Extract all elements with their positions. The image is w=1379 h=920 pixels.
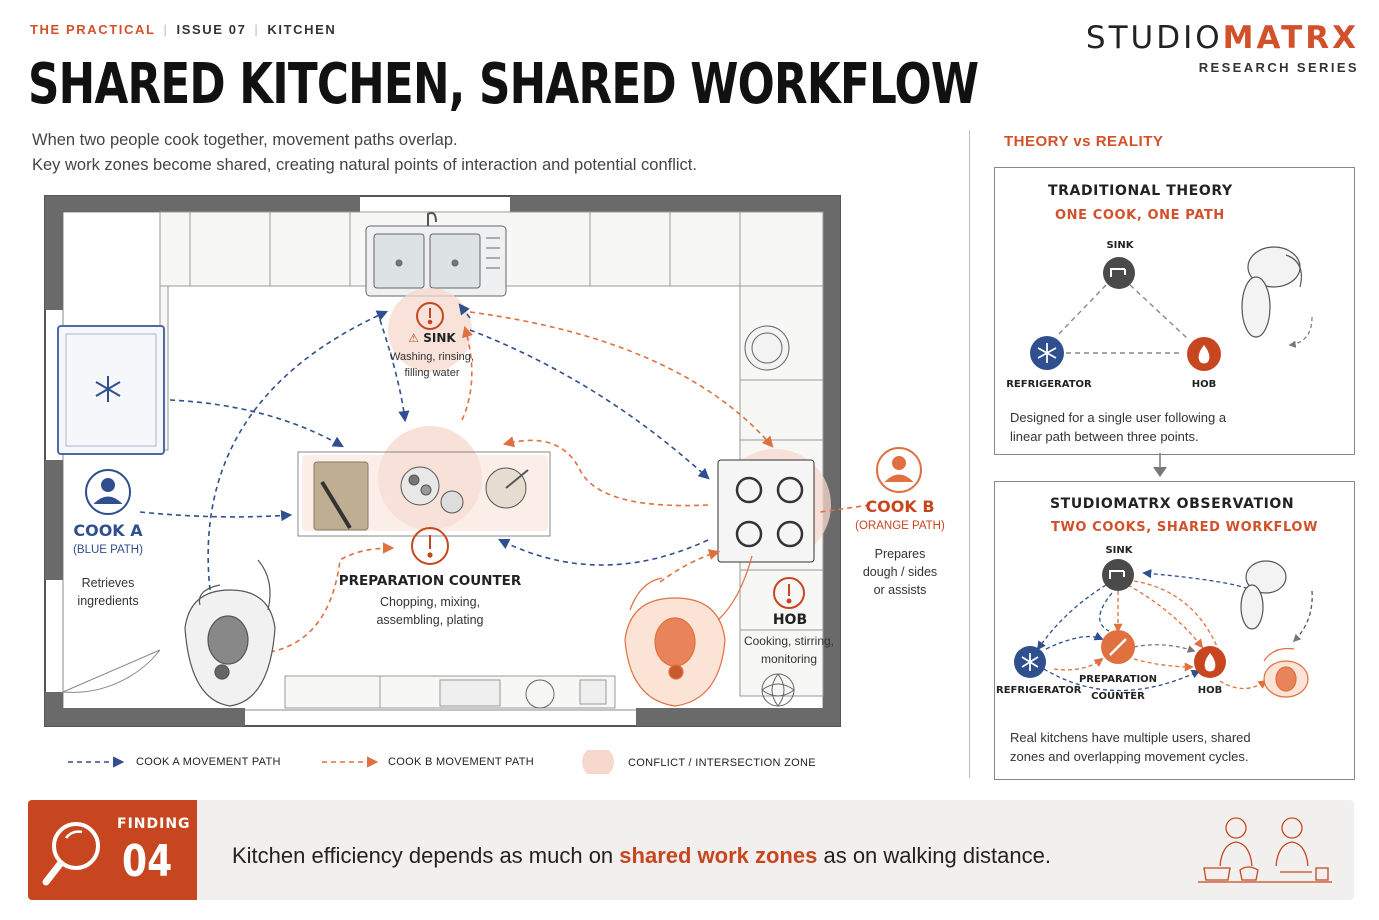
legend-cook-b: COOK B MOVEMENT PATH [388, 756, 534, 768]
page-title: SHARED KITCHEN, SHARED WORKFLOW [28, 52, 979, 117]
theory-title: TRADITIONAL THEORY [1048, 183, 1233, 199]
cook-b-paths [269, 311, 871, 653]
legend-conflict-swatch [582, 750, 614, 774]
plant-decor [761, 673, 795, 707]
legend-conflict: CONFLICT / INTERSECTION ZONE [628, 757, 816, 769]
observation-text: Real kitchens have multiple users, share… [1010, 730, 1251, 764]
cook-a-sketch [1240, 560, 1287, 630]
observation-node-fridge: REFRIGERATOR [996, 685, 1082, 696]
person-icon [85, 469, 131, 515]
divider [969, 130, 970, 778]
brand-name: STUDIOMATRX [1085, 20, 1359, 56]
observation-title: STUDIOMATRX OBSERVATION [1050, 496, 1295, 512]
finding-banner [28, 800, 1354, 900]
finding-number: 04 [122, 836, 173, 887]
cook-b-name: COOK B [865, 497, 935, 516]
theory-subtitle: ONE COOK, ONE PATH [1055, 208, 1225, 223]
cutting-board [313, 461, 369, 531]
warning-icon [773, 577, 805, 609]
finding-text: Kitchen efficiency depends as much on sh… [232, 843, 1051, 868]
snowflake-icon [95, 376, 121, 402]
cook-a-figure [184, 559, 276, 707]
magnifier-icon [42, 822, 100, 886]
down-arrow-icon [1153, 453, 1167, 477]
cook-b-sketch [1263, 647, 1309, 698]
warning-icon [411, 527, 449, 565]
observation-node-hob: HOB [1197, 685, 1223, 696]
cook-sketch [1241, 246, 1302, 338]
publication-name[interactable]: THE PRACTICAL [30, 22, 156, 37]
bottom-counter [284, 675, 616, 709]
sink-description: Washing, rinsing,filling water [390, 351, 474, 379]
prep-island [297, 451, 551, 537]
warning-icon [416, 302, 444, 330]
bowl-of-food [400, 466, 440, 506]
page-subtitle: When two people cook together, movement … [32, 128, 697, 178]
observation-panel [994, 481, 1355, 780]
faucet-icon [1102, 559, 1134, 591]
theory-panel [994, 167, 1355, 455]
subtitle-line: Key work zones become shared, creating n… [32, 156, 697, 174]
hob-cooktop [717, 459, 815, 563]
cook-b-figure [624, 555, 753, 707]
issue-label[interactable]: ISSUE 07 [176, 22, 247, 37]
subtitle-line: When two people cook together, movement … [32, 131, 458, 149]
two-cooks-illustration [1198, 817, 1332, 883]
brand-series: RESEARCH SERIES [1198, 60, 1359, 75]
theory-node-sink: SINK [1106, 240, 1134, 251]
theory-node-fridge: REFRIGERATOR [1006, 379, 1092, 390]
theory-diagram [1030, 246, 1313, 371]
cook-b-path-label: (ORANGE PATH) [855, 520, 945, 532]
sink-label: ⚠ SINK [408, 331, 456, 345]
cook-a-paths [139, 303, 710, 591]
cook-a-name: COOK A [73, 521, 143, 540]
cook-a-path-label: (BLUE PATH) [73, 544, 143, 556]
theory-node-hob: HOB [1191, 379, 1217, 390]
brand-logo: STUDIOMATRX RESEARCH SERIES [1086, 20, 1359, 75]
faucet-icon [1103, 257, 1135, 289]
pan [440, 467, 529, 514]
kitchen-sink [365, 212, 507, 297]
section-label[interactable]: KITCHEN [267, 22, 337, 37]
person-icon [876, 447, 922, 493]
comparison-heading: THEORY vs REALITY [1004, 133, 1164, 150]
pot-on-counter [744, 325, 790, 371]
breadcrumb: THE PRACTICAL|ISSUE 07|KITCHEN [30, 22, 337, 37]
observation-node-sink: SINK [1105, 545, 1133, 556]
finding-label: FINDING [117, 816, 191, 832]
hob-label: HOB [772, 612, 808, 628]
observation-subtitle: TWO COOKS, SHARED WORKFLOW [1051, 520, 1319, 535]
observation-diagram [1014, 559, 1313, 698]
prep-counter-label: PREPARATION COUNTER [338, 573, 522, 589]
legend-swatches [68, 750, 614, 774]
legend-cook-a: COOK A MOVEMENT PATH [136, 756, 281, 768]
prep-counter-description: Chopping, mixing,assembling, plating [376, 595, 484, 627]
hob-description: Cooking, stirring,monitoring [743, 634, 835, 666]
